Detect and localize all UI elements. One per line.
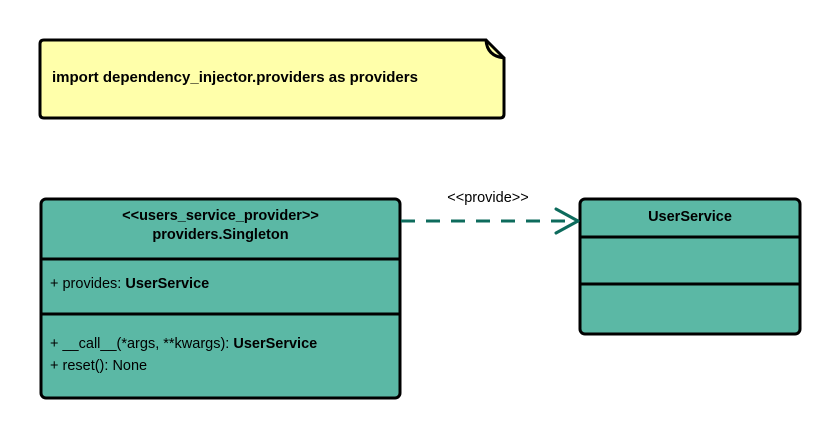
note-shape[interactable]	[38, 38, 506, 120]
note-body	[38, 38, 506, 120]
operation-return-type: UserService	[233, 336, 318, 352]
class-box-user-service[interactable]	[578, 197, 802, 336]
note-text: import dependency_injector.providers as …	[52, 69, 418, 86]
class-name-label: UserService	[648, 209, 732, 225]
class-title-user-service: UserService	[580, 208, 800, 227]
note-fold-icon	[484, 38, 506, 60]
class-operation-row: + reset(): None	[50, 356, 147, 376]
relationship-label-provide: <<provide>>	[447, 190, 529, 206]
class-box-outline	[578, 197, 802, 336]
attribute-type: UserService	[125, 276, 210, 292]
open-arrowhead-icon	[554, 207, 580, 235]
operation-label: + reset(): None	[50, 358, 148, 374]
attribute-label: + provides:	[50, 276, 126, 292]
class-box-outline	[39, 197, 402, 400]
operation-label: + __call__(*args, **kwargs):	[50, 336, 234, 352]
relationship-provide-arrow[interactable]	[401, 207, 580, 235]
class-stereotype-label: <<users_service_provider>>	[122, 208, 319, 224]
class-name-label: providers.Singleton	[152, 227, 289, 243]
class-title-users-service-provider: <<users_service_provider>> providers.Sin…	[42, 207, 399, 245]
class-box-users-service-provider[interactable]	[39, 197, 402, 400]
class-attribute-row: + provides: UserService	[50, 274, 209, 294]
class-operation-row: + __call__(*args, **kwargs): UserService	[50, 334, 317, 354]
